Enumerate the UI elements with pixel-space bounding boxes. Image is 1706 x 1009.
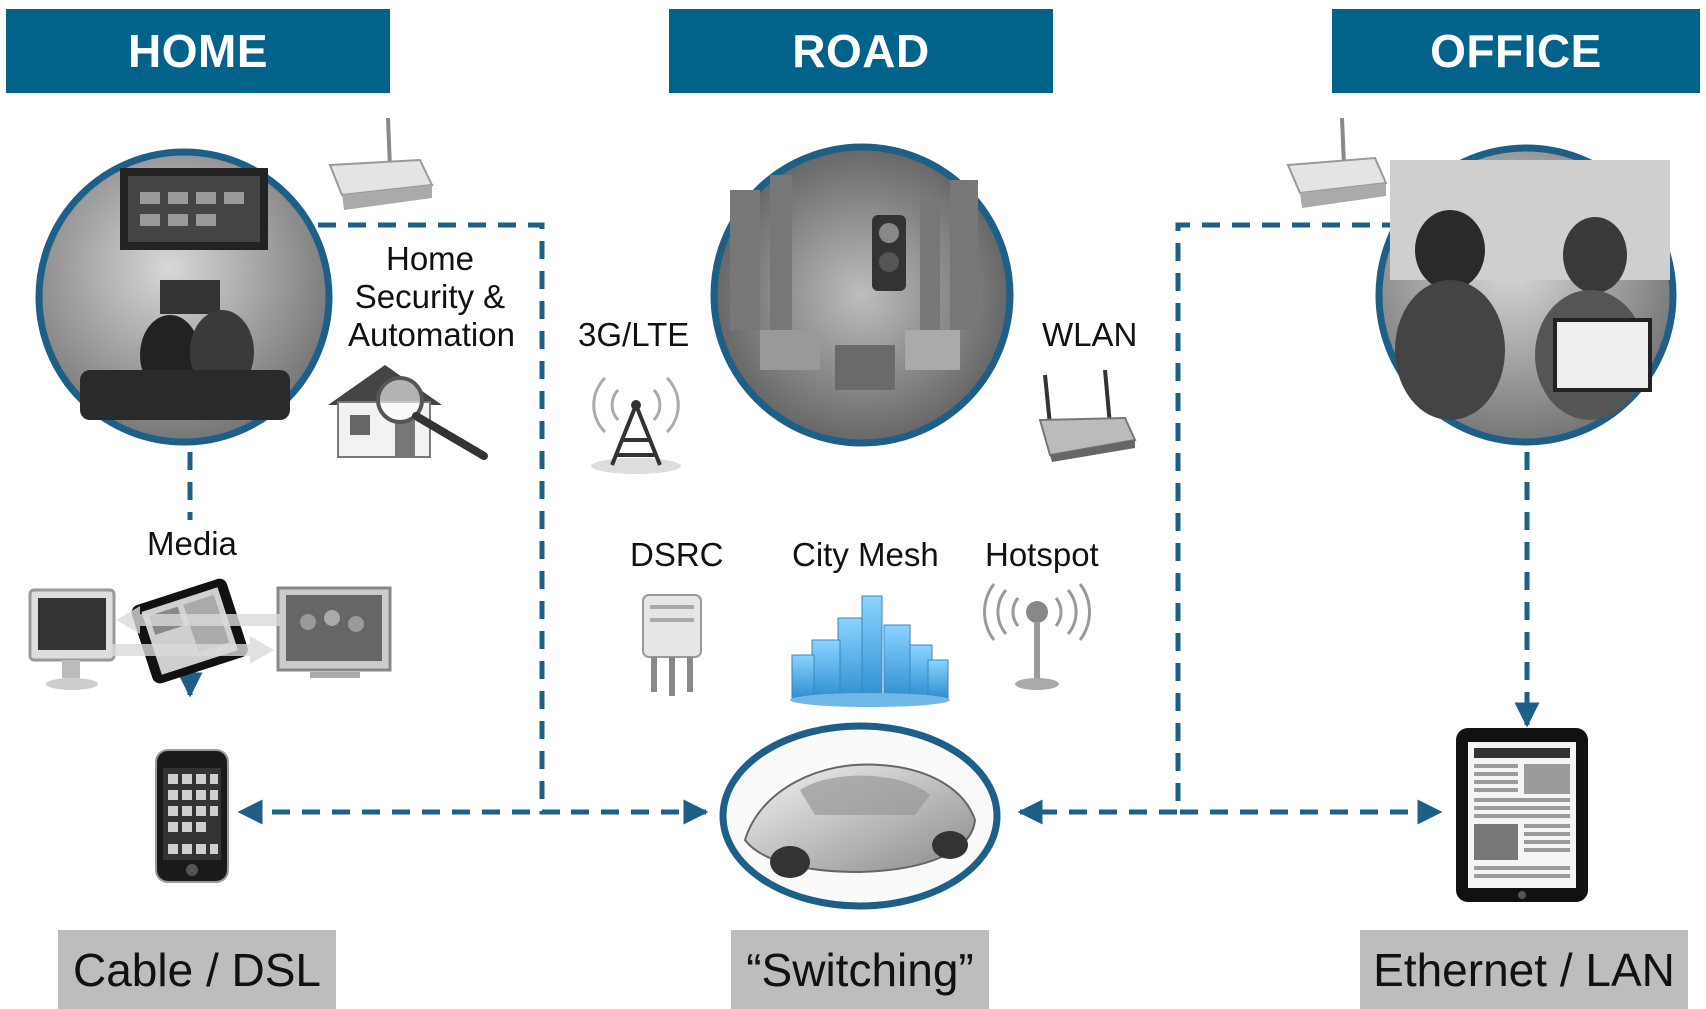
router-icon: [328, 117, 434, 210]
header-office: OFFICE: [1332, 9, 1700, 93]
connector-office-top: [1017, 222, 1400, 825]
monitor-icon: [28, 588, 116, 690]
label-city-mesh: City Mesh: [792, 536, 939, 573]
router-office-icon: [1286, 117, 1388, 208]
footer-switching: “Switching”: [731, 930, 989, 1009]
city-mesh-icon: [790, 595, 950, 707]
smartphone-icon: [155, 749, 229, 883]
media-arrows: [110, 606, 280, 664]
tablet-office-icon: [1456, 728, 1588, 902]
footer-ethernet-lan: Ethernet / LAN: [1360, 930, 1688, 1009]
label-media: Media: [147, 525, 237, 562]
house-magnifier-icon: [328, 365, 488, 460]
car-photo: [719, 722, 1001, 910]
dsrc-unit-icon: [642, 594, 702, 696]
header-road: ROAD: [669, 9, 1053, 93]
tv-icon: [276, 586, 392, 678]
footer-cable-dsl: Cable / DSL: [58, 930, 336, 1009]
label-3g-lte: 3G/LTE: [578, 316, 690, 353]
road-photo: [710, 143, 1014, 447]
wireless-router-icon: [1038, 369, 1137, 462]
label-hotspot: Hotspot: [985, 536, 1099, 573]
home-photo: [35, 148, 333, 446]
header-home: HOME: [6, 9, 390, 93]
label-home-security: Home Security & Automation: [348, 240, 515, 353]
cell-tower-icon: [591, 376, 681, 474]
label-wlan: WLAN: [1042, 316, 1138, 353]
hotspot-antenna-icon: [983, 583, 1091, 690]
tablet-icon: [131, 578, 248, 684]
connector-home-top: [318, 222, 709, 825]
connectors: [177, 222, 1540, 825]
office-photo: [1375, 144, 1677, 446]
label-dsrc: DSRC: [630, 536, 724, 573]
